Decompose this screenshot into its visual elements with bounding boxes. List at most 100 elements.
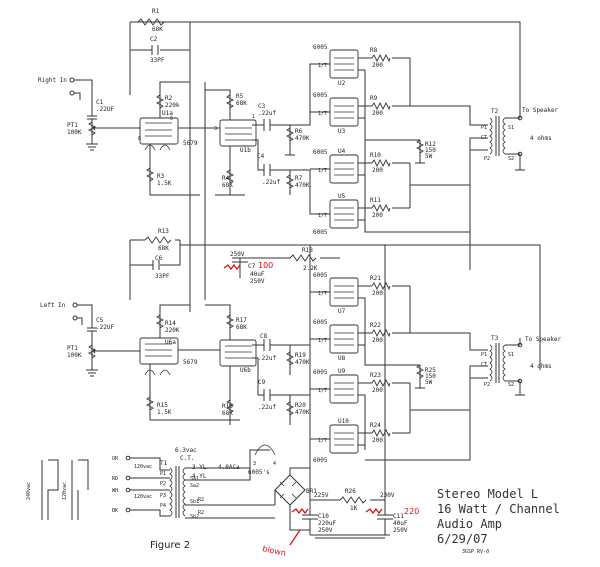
r26-value: 1K [350,505,358,512]
r19-value: 470K [295,359,310,366]
svg-text:150: 150 [425,147,436,154]
svg-text:S2: S2 [508,382,514,388]
ohms-label-top: 4 ohms [530,135,552,142]
svg-text:3: 3 [214,126,217,132]
pt1b-value: 100K [67,352,82,359]
u6a-tube [139,337,179,365]
r22-label: R22 [370,322,381,329]
c7-red-mark [223,263,241,271]
r12-label: R12 [425,141,436,148]
r13-value: 68K [158,245,169,252]
u1b-label: U1b [240,147,251,154]
svg-text:1/7: 1/7 [318,168,327,174]
c10-label: C10 [318,513,329,520]
r18-label: R18 [302,247,313,254]
v225-label: 225V [314,492,329,499]
to-speaker-label-bottom: To Speaker [525,336,562,343]
svg-text:R2: R2 [198,497,204,503]
u3-tube [329,97,359,127]
r2-value: 220k [165,102,180,109]
r7-value: 470K [295,182,310,189]
pt1-label: PT1 [67,122,78,129]
r21-label: R21 [370,275,381,282]
svg-text:P4: P4 [160,503,166,509]
r15-value: 1.5K [157,409,172,416]
svg-text:BK: BK [112,508,118,514]
c7-red-value: 100 [258,261,273,270]
svg-text:P3: P3 [160,493,166,499]
u5-tube [329,199,359,229]
c10-red-mark [291,507,309,515]
r10-label: R10 [370,152,381,159]
svg-text:CT: CT [481,362,487,368]
r3-value: 1.5K [157,180,172,187]
svg-text:250V: 250V [393,527,408,534]
c5-value: .22UF [96,324,114,331]
svg-text:6005: 6005 [313,319,328,326]
mains-240vac-wiring [41,459,59,520]
svg-text:4: 4 [273,461,276,467]
t2-label: T2 [491,108,499,115]
c8-value: .22uf [258,355,276,362]
pt1-value: 100K [67,129,82,136]
r2-label: R2 [165,95,173,102]
svg-text:6005: 6005 [313,149,328,156]
r19-label: R19 [295,352,306,359]
svg-text:200: 200 [372,387,383,394]
svg-text:3: 3 [253,461,256,467]
r16-label: R16 [222,403,233,410]
r14-value: 220K [165,327,180,334]
t3-label: T3 [491,335,499,342]
r1-resistor [137,18,165,26]
r5-label: R5 [236,93,244,100]
svg-text:6005: 6005 [313,369,328,376]
c10-value: 220uF [318,520,336,527]
title-amp: Audio Amp [437,517,502,531]
svg-text:P1: P1 [481,352,487,358]
u9-tube [329,374,359,404]
svg-text:200: 200 [372,290,383,297]
c3-value: .22uf [258,110,276,117]
title-date: 6/29/07 [437,532,488,546]
svg-text:1/7: 1/7 [318,338,327,344]
t2-output-transformer [489,116,506,156]
svg-text:6: 6 [170,116,173,122]
svg-text:P2: P2 [160,481,166,487]
svg-text:OR: OR [112,456,119,462]
mains-120vac-wiring [71,459,89,520]
c7-value: 40uF [250,271,265,278]
u1b-tube [219,119,257,147]
svg-text:Sa1: Sa1 [190,476,199,482]
u6-part-label: 5679 [183,359,198,366]
c4-label: C4 [257,153,265,160]
ohms-label-bottom: 4 ohms [530,363,552,370]
svg-text:S2: S2 [508,156,514,162]
c1-value: .22UF [96,106,114,113]
svg-text:1/7: 1/7 [318,438,327,444]
r4-value: 68K [222,182,233,189]
c5-label: C5 [96,317,104,324]
svg-text:250V: 250V [250,278,265,285]
title-watts: 16 Watt / Channel [437,502,560,516]
r13-label: R13 [158,228,169,235]
t1-label: T1 [160,460,168,467]
u9-label: U9 [338,368,346,375]
svg-text:4 YL: 4 YL [192,473,207,480]
c11-label: C11 [393,513,404,520]
pt1b-label: PT1 [67,345,78,352]
c2-value: 33PF [150,57,165,64]
svg-text:6005: 6005 [313,44,328,51]
svg-text:5W: 5W [425,153,433,160]
br1-label: BR1 [306,488,317,495]
ct-volts-label: 6.3vac [175,447,197,454]
heater-pins-label: 6005's [248,469,270,476]
r11-label: R11 [370,197,381,204]
svg-text:RD: RD [112,476,118,482]
svg-text:1/7: 1/7 [318,63,327,69]
r8-label: R8 [370,47,378,54]
svg-text:P2: P2 [484,382,490,388]
svg-text:5W: 5W [425,379,433,386]
r1-value: 68K [152,26,163,33]
r6-label: R6 [295,128,303,135]
